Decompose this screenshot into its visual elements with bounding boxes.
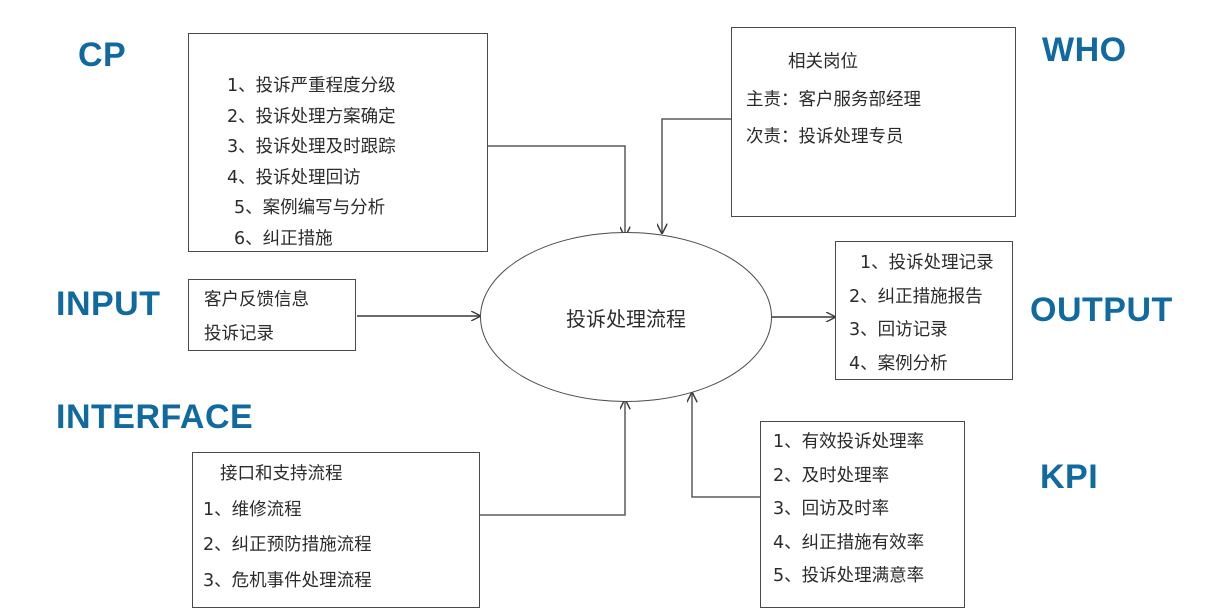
who-box: 相关岗位 主责：客户服务部经理 次责：投诉处理专员 — [731, 27, 1016, 217]
core-process-label: 投诉处理流程 — [566, 306, 686, 331]
interface-item: 2、纠正预防措施流程 — [203, 535, 372, 555]
kpi-box: 1、有效投诉处理率 2、及时处理率 3、回访及时率 4、纠正措施有效率 5、投诉… — [760, 421, 965, 608]
connector-interface-to-core — [480, 400, 625, 516]
section-label-cp: CP — [78, 36, 127, 74]
kpi-item: 3、回访及时率 — [773, 499, 890, 519]
section-label-input: INPUT — [56, 285, 161, 323]
cp-item: 4、投诉处理回访 — [227, 167, 361, 188]
section-label-who: WHO — [1042, 31, 1127, 69]
who-item: 主责：客户服务部经理 — [746, 89, 921, 110]
who-heading: 相关岗位 — [788, 52, 858, 72]
input-item: 投诉记录 — [204, 323, 274, 344]
kpi-item: 2、及时处理率 — [773, 465, 890, 486]
kpi-item: 5、投诉处理满意率 — [773, 566, 925, 586]
output-item: 4、案例分析 — [849, 353, 948, 374]
section-label-interface: INTERFACE — [56, 398, 254, 436]
cp-item: 3、投诉处理及时跟踪 — [227, 137, 396, 157]
kpi-item: 4、纠正措施有效率 — [773, 532, 925, 553]
cp-item: 5、案例编写与分析 — [234, 198, 386, 218]
interface-item: 3、危机事件处理流程 — [203, 570, 372, 591]
cp-item: 1、投诉严重程度分级 — [227, 76, 396, 96]
interface-heading: 接口和支持流程 — [220, 464, 343, 484]
section-label-output: OUTPUT — [1030, 291, 1173, 329]
kpi-item: 1、有效投诉处理率 — [773, 432, 925, 452]
interface-box: 接口和支持流程 1、维修流程 2、纠正预防措施流程 3、危机事件处理流程 — [192, 452, 480, 608]
cp-item: 2、投诉处理方案确定 — [227, 106, 396, 127]
connector-kpi-to-core — [692, 393, 760, 498]
input-item: 客户反馈信息 — [204, 290, 309, 310]
input-box: 客户反馈信息 投诉记录 — [188, 279, 356, 351]
core-process-ellipse: 投诉处理流程 — [480, 232, 772, 402]
output-item: 3、回访记录 — [849, 320, 948, 340]
output-box: 1、投诉处理记录 2、纠正措施报告 3、回访记录 4、案例分析 — [835, 241, 1013, 380]
connector-cp-to-core — [488, 145, 625, 236]
section-label-kpi: KPI — [1040, 458, 1099, 496]
who-item: 次责：投诉处理专员 — [746, 127, 904, 147]
output-item: 2、纠正措施报告 — [849, 286, 983, 307]
cp-item: 6、纠正措施 — [234, 228, 333, 249]
connector-who-to-core — [662, 118, 731, 233]
cp-box: 1、投诉严重程度分级 2、投诉处理方案确定 3、投诉处理及时跟踪 4、投诉处理回… — [188, 33, 488, 252]
output-item: 1、投诉处理记录 — [860, 253, 994, 273]
interface-item: 1、维修流程 — [203, 499, 302, 520]
